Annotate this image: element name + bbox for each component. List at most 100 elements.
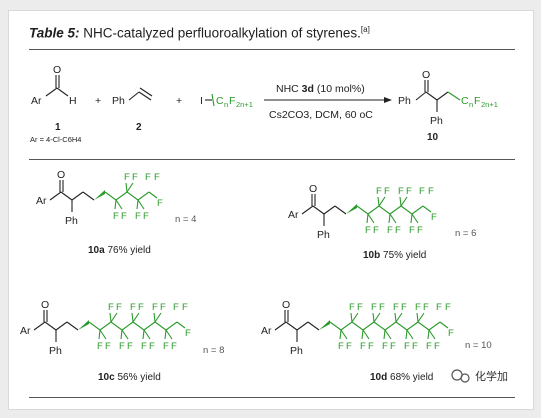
fluorine-atom: F — [113, 211, 119, 222]
fluorine-atom: F — [379, 302, 385, 313]
fluorine-atom: F — [404, 341, 410, 352]
product-carbon-label: C — [461, 95, 469, 107]
n-value-label: n = 4 — [175, 214, 196, 225]
top-rule — [29, 49, 515, 50]
product-fluorine-subscript: 2n+1 — [481, 100, 498, 109]
product-oxygen-label: O — [422, 69, 430, 81]
fluorine-atom: F — [409, 225, 415, 236]
table-card: Table 5: NHC-catalyzed perfluoroalkylati… — [8, 10, 534, 410]
product-yield: 68% yield — [387, 372, 433, 383]
fluorine-atom: F — [436, 302, 442, 313]
plus-sign-2: + — [176, 95, 182, 107]
phenyl-label: Ph — [112, 95, 125, 107]
phenyl-label: Ph — [290, 345, 303, 357]
condition-line-2: Cs2CO3, DCM, 60 oC — [269, 109, 373, 121]
fluorine-atom: F — [154, 172, 160, 183]
phenyl-label: Ph — [317, 229, 330, 241]
styrene-structure: Ph 2 — [112, 87, 153, 133]
product-id: 10c — [98, 372, 115, 383]
condition-loading: (10 mol%) — [314, 83, 365, 95]
fluorine-atom: F — [185, 328, 191, 339]
fluorine-atom: F — [152, 302, 158, 313]
fluorine-atom: F — [145, 172, 151, 183]
oxygen-label: O — [57, 169, 65, 181]
hydrogen-label: H — [69, 95, 77, 107]
carbon-subscript: n — [224, 100, 228, 109]
fluorine-atom: F — [373, 225, 379, 236]
fluorine-atom: F — [406, 186, 412, 197]
footnote-marker: [a] — [360, 25, 370, 34]
fluorine-atom: F — [143, 211, 149, 222]
fluorine-atom: F — [97, 341, 103, 352]
fluorine-atom: F — [135, 211, 141, 222]
aryl-label: Ar — [261, 325, 272, 337]
product-phenyl-label: Ph — [398, 95, 411, 107]
fluorine-atom: F — [417, 225, 423, 236]
watermark-text: 化学加 — [475, 369, 508, 383]
aldehyde-structure: O Ar H 1 Ar = 4-Cl-C6H4 — [30, 64, 81, 144]
fluorine-atom: F — [171, 341, 177, 352]
fluorine-atom: F — [360, 341, 366, 352]
aryl-label: Ar — [31, 95, 42, 107]
fluorine-atom: F — [357, 302, 363, 313]
compound-number-2: 2 — [136, 122, 142, 133]
phenyl-label: Ph — [65, 215, 78, 227]
product-id: 10b — [363, 250, 380, 261]
fluorine-atom: F — [349, 302, 355, 313]
fluorine-atom: F — [376, 186, 382, 197]
bottom-rule — [29, 397, 515, 398]
fluorine-atom: F — [163, 341, 169, 352]
table-label: Table 5: — [29, 25, 80, 41]
fluorine-atom: F — [398, 186, 404, 197]
fluorine-subscript: 2n+1 — [236, 100, 253, 109]
compound-number-1: 1 — [55, 122, 61, 133]
fluorine-atom: F — [127, 341, 133, 352]
fluorine-atom: F — [365, 225, 371, 236]
fluorine-atom: F — [384, 186, 390, 197]
n-value-label: n = 8 — [203, 345, 224, 356]
fluorine-atom: F — [419, 186, 425, 197]
aryl-label: Ar — [36, 195, 47, 207]
iodine-label: I — [200, 95, 203, 107]
fluorine-atom: F — [401, 302, 407, 313]
fluorine-atom: F — [346, 341, 352, 352]
condition-nhc: NHC — [276, 83, 302, 95]
fluorine-atom: F — [387, 225, 393, 236]
fluorine-atom: F — [428, 186, 434, 197]
fluorine-atom: F — [138, 302, 144, 313]
reaction-arrow: NHC 3d (10 mol%) Cs2CO3, DCM, 60 oC — [264, 83, 392, 121]
product-caption: 10b 75% yield — [363, 250, 426, 261]
compound-number-10: 10 — [427, 132, 439, 143]
aryl-label: Ar — [288, 209, 299, 221]
scheme-rule — [29, 159, 515, 160]
fluorine-atom: F — [182, 302, 188, 313]
fluorine-atom: F — [130, 302, 136, 313]
n-value-label: n = 6 — [455, 228, 476, 239]
fluorine-atom: F — [105, 341, 111, 352]
fluorine-atom: F — [121, 211, 127, 222]
fluorine-atom: F — [116, 302, 122, 313]
product-yield: 75% yield — [380, 250, 426, 261]
oxygen-label: O — [41, 299, 49, 311]
fluorine-atom: F — [390, 341, 396, 352]
perfluoroalkyl-iodide: I C n F 2n+1 — [200, 93, 253, 109]
n-value-label: n = 10 — [465, 340, 492, 351]
fluorine-atom: F — [393, 302, 399, 313]
product-10-structure: Ph O Ph C n F 2n+1 10 — [398, 69, 498, 143]
fluorine-atom: F — [423, 302, 429, 313]
table-caption: NHC-catalyzed perfluoroalkylation of sty… — [79, 25, 361, 41]
product-phenyl-2-label: Ph — [430, 115, 443, 127]
product-carbon-subscript: n — [469, 100, 473, 109]
plus-sign-1: + — [95, 95, 101, 107]
fluorine-atom: F — [434, 341, 440, 352]
fluorine-label: F — [229, 95, 235, 107]
product-caption: 10a 76% yield — [88, 245, 151, 256]
phenyl-label: Ph — [49, 345, 62, 357]
fluorine-atom: F — [395, 225, 401, 236]
fluorine-atom: F — [415, 302, 421, 313]
